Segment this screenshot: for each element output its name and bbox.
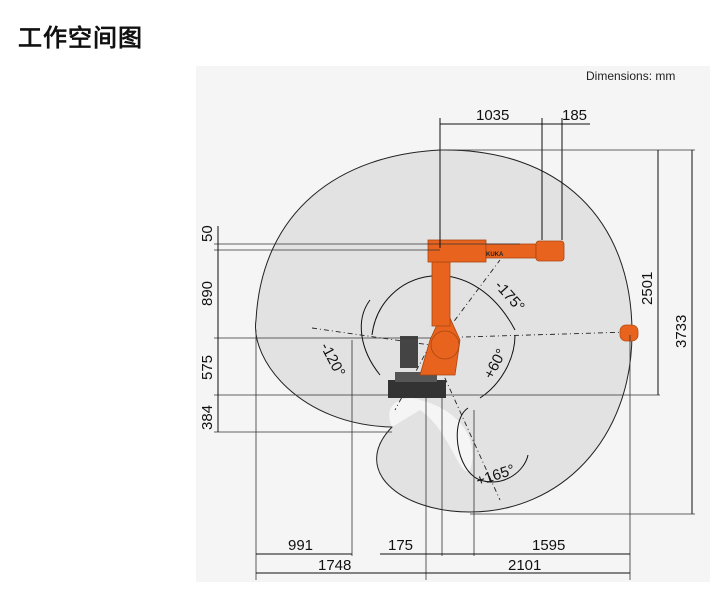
robot-upper-arm-housing [427, 239, 487, 263]
robot-base-top [395, 372, 437, 382]
centerline-h [429, 331, 631, 339]
robot-wrist [535, 240, 565, 262]
dim-top-185: 185 [562, 107, 587, 124]
dim-left-50: 50 [199, 225, 216, 242]
dim-bottom-1748: 1748 [318, 557, 351, 574]
robot-logo: KUKA [486, 252, 504, 258]
dim-left-890: 890 [199, 281, 216, 306]
dim-bottom-1595: 1595 [532, 537, 565, 554]
tool-right [619, 324, 639, 342]
dim-right-2501: 2501 [639, 272, 656, 305]
dim-bottom-991: 991 [288, 537, 313, 554]
robot-motor [400, 336, 418, 368]
dim-right-3733: 3733 [673, 315, 690, 348]
arc-a3 [479, 334, 516, 399]
inner-region [389, 398, 473, 472]
dim-bottom-2101: 2101 [508, 557, 541, 574]
dim-top-1035: 1035 [476, 107, 509, 124]
page-title: 工作空间图 [18, 24, 143, 52]
arc-a1 [371, 275, 516, 336]
dim-left-575: 575 [199, 355, 216, 380]
arc-a4 [456, 407, 529, 483]
dim-left-384: 384 [199, 405, 216, 430]
robot-base [388, 380, 446, 398]
units-note: Dimensions: mm [586, 69, 675, 83]
dim-bottom-175: 175 [388, 537, 413, 554]
robot-lower-arm [431, 261, 451, 327]
robot-joint-a2 [430, 330, 460, 360]
